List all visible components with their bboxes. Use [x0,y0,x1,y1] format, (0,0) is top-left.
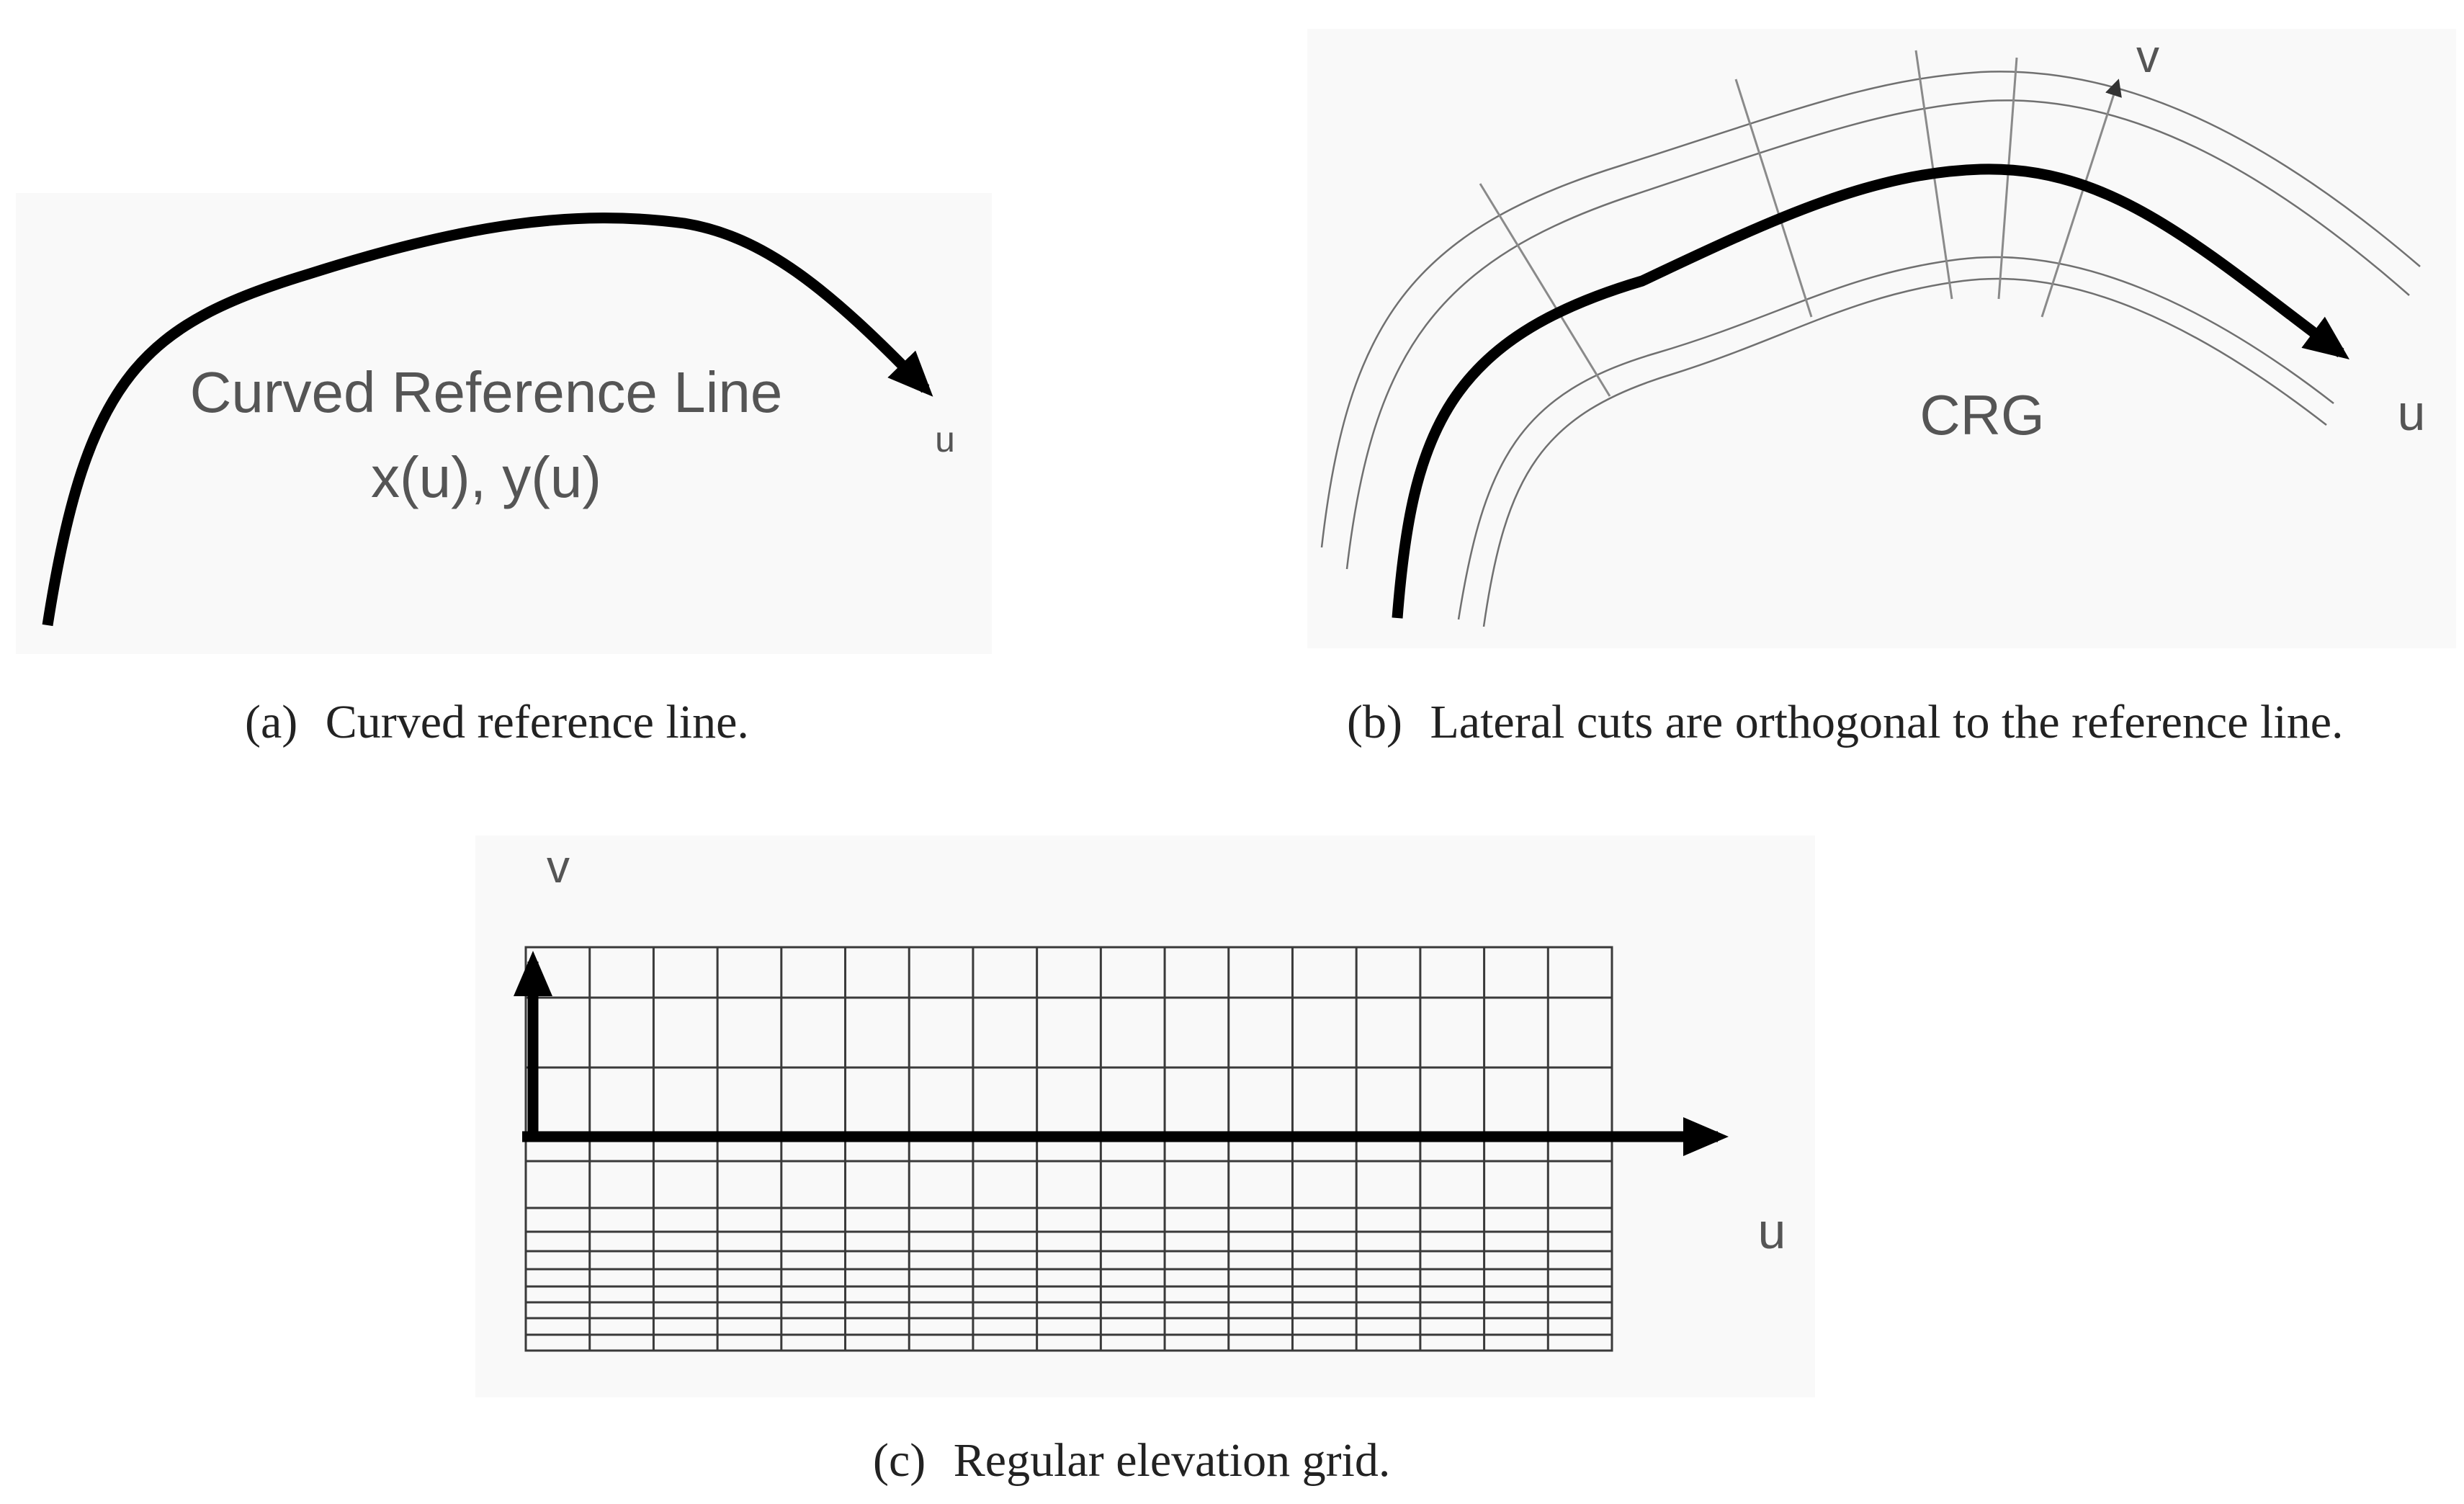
elevation-grid-frame [524,946,1613,1352]
crg-label: CRG [1919,383,2044,447]
u-axis-label: u [935,419,955,460]
panel-a: Curved Reference Line x(u), y(u) u [16,193,992,654]
caption-b-tag: (b) [1347,696,1402,748]
caption-a-tag: (a) [245,696,297,748]
curved-reference-line [42,212,933,627]
caption-b-text: Lateral cuts are orthogonal to the refer… [1430,696,2343,748]
v-axis-label: v [2136,30,2159,82]
crg-reference-line [1392,164,2349,619]
u-axis-label: u [1758,1203,1786,1259]
panel-b: v CRG u [1307,29,2456,648]
lateral-cut [1479,183,1611,397]
offset-line-inner-1 [1457,256,2334,620]
offset-line-outer-1 [1345,99,2410,570]
lateral-cut [1734,79,1813,318]
offset-line-inner-2 [1482,277,2327,627]
caption-a-text: Curved reference line. [326,696,749,748]
panel-a-background [16,193,992,654]
parametric-label: x(u), y(u) [371,445,601,509]
curved-reference-line-label: Curved Reference Line [190,360,783,424]
v-direction-arrow [2040,79,2122,318]
v-axis-label: v [547,841,570,892]
caption-c-text: Regular elevation grid. [954,1434,1391,1487]
caption-a: (a) Curved reference line. [245,696,749,748]
u-axis-label: u [2398,385,2426,441]
offset-line-outer-2 [1320,71,2421,548]
panel-c-background [475,836,1815,1397]
panel-b-background [1307,29,2456,648]
lateral-cut [1997,57,2018,300]
caption-b: (b) Lateral cuts are orthogonal to the r… [1347,696,2344,748]
elevation-grid [526,947,1612,1351]
caption-c: (c) Regular elevation grid. [873,1434,1390,1487]
caption-c-tag: (c) [873,1434,926,1487]
panel-c: v u [475,836,1815,1397]
